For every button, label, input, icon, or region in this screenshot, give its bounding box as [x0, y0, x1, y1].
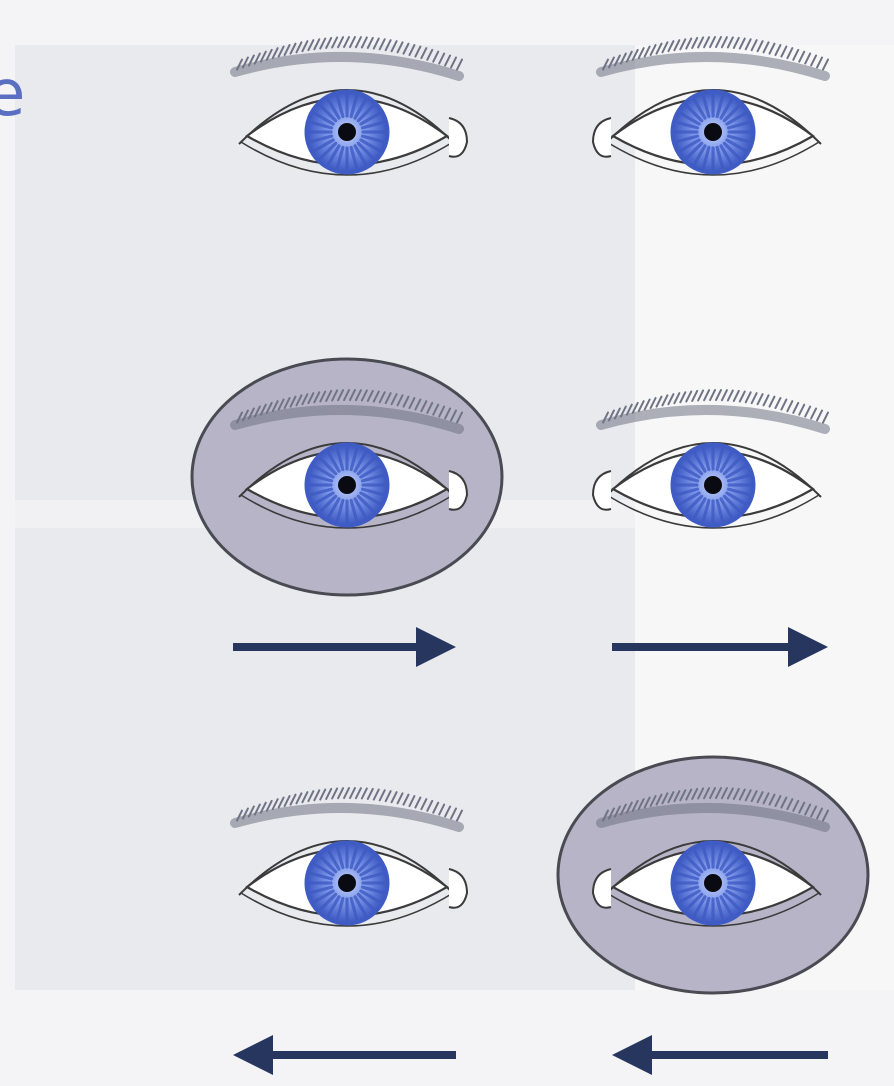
- right-eye: [558, 757, 868, 993]
- pupil: [338, 476, 356, 494]
- arrow-left-left: [233, 1035, 456, 1075]
- pupil: [704, 123, 722, 141]
- arrow-head: [612, 1035, 652, 1075]
- pupil: [338, 123, 356, 141]
- pupil: [338, 874, 356, 892]
- margin-letter: e: [0, 62, 25, 126]
- left-eye: [192, 359, 502, 595]
- panel-lower: [15, 528, 635, 990]
- pupil: [704, 476, 722, 494]
- pupil: [704, 874, 722, 892]
- arrow-head: [233, 1035, 273, 1075]
- arrow-left-right: [612, 1035, 828, 1075]
